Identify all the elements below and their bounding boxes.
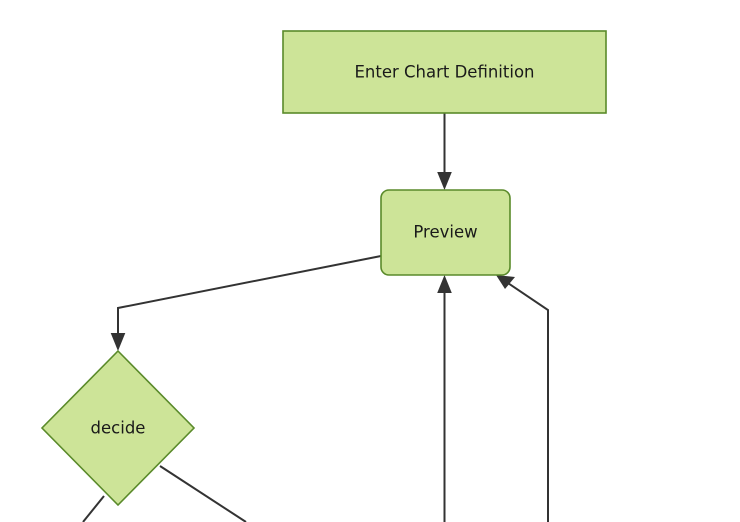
decide-shape [40,349,196,507]
edge-enter-to-preview [437,113,452,190]
edge-return-right-to-preview [496,275,549,522]
edge-preview-to-decide [110,255,382,351]
decide-label: decide [91,419,146,438]
node-preview[interactable]: Preview [380,189,511,276]
node-enter-chart-definition[interactable]: Enter Chart Definition [282,30,607,114]
arrowhead-icon [437,275,452,293]
node-decide[interactable]: decide [40,349,196,507]
arrowhead-icon [437,172,452,190]
edge-decide-branch-left [82,495,105,522]
edge-decide-branch-right [159,465,247,522]
arrowhead-icon [110,333,126,351]
edge-return-center-to-preview [437,275,452,522]
preview-shape [380,189,511,276]
enter-chart-definition-shape [282,30,607,114]
arrowhead-icon [496,275,515,289]
enter-chart-definition-label: Enter Chart Definition [354,63,534,82]
preview-label: Preview [413,223,477,242]
